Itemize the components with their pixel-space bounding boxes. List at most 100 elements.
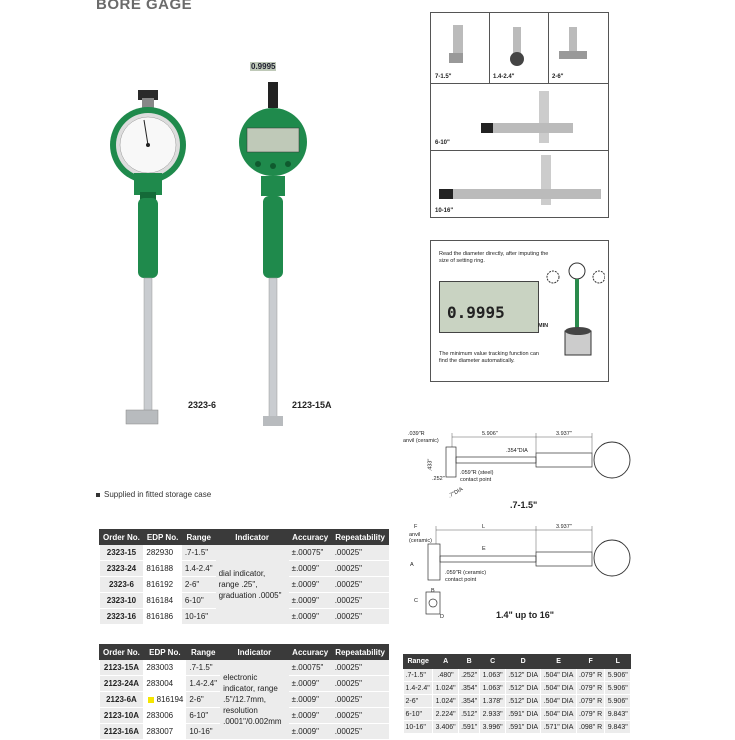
d2-e: E <box>482 546 486 552</box>
bullet-square-icon <box>96 492 100 497</box>
d1-len1: 5.906" <box>482 431 498 437</box>
order-number-cell: 2323-10 <box>99 592 144 609</box>
panel-label-4: 6-10" <box>435 140 450 146</box>
column-header: L <box>604 654 631 669</box>
edp-number-cell: 816192 <box>143 576 182 593</box>
column-header: Repeatability <box>331 529 389 545</box>
column-header: Accuracy <box>288 529 333 545</box>
table-row: .7-1.5".480".252"1.063".512" DIA.504" DI… <box>403 668 631 682</box>
dimension-diagram-small <box>445 433 631 479</box>
ring-illustration <box>546 262 605 356</box>
head-variants-panel: 7-1.5" 1.4-2.4" 2-6" 6-10" 10-16" <box>430 12 609 218</box>
accuracy-cell: ±.0009" <box>288 675 332 692</box>
dimension-cell: 10-16" <box>403 720 434 734</box>
lcd-display <box>439 281 539 333</box>
column-header: EDP No. <box>142 644 187 660</box>
dimension-cell: .512" DIA <box>505 668 542 682</box>
dimension-cell: .504" DIA <box>540 668 577 682</box>
dimension-cell: .7-1.5" <box>403 668 434 682</box>
dimension-cell: .504" DIA <box>540 681 577 695</box>
range-cell: 10-16" <box>186 723 221 740</box>
table-row: 10-16"3.406".591"3.996".591" DIA.571" DI… <box>403 720 631 734</box>
column-header: Range <box>402 654 434 669</box>
range-cell: 1.4-2.4" <box>186 675 221 692</box>
column-header: Indicator <box>219 644 290 660</box>
dimension-cell: 1.4-2.4" <box>403 681 434 695</box>
accuracy-cell: ±.0009" <box>288 592 332 609</box>
dimension-cell: .591" DIA <box>505 720 542 734</box>
feature-text-bottom: The minimum value tracking function can … <box>439 351 539 364</box>
edp-number-cell: 283003 <box>143 659 187 676</box>
edp-number-cell: 282930 <box>143 544 182 561</box>
d2-l: L <box>482 524 486 530</box>
dimension-cell: .079" R <box>576 681 606 695</box>
table-row: 1.4-2.4"1.024".354"1.063".512" DIA.504" … <box>403 681 631 695</box>
model-label-right: 2123-15A <box>292 400 332 410</box>
dimension-cell: 1.063" <box>479 668 506 682</box>
dimension-cell: .079" R <box>576 707 606 721</box>
indicator-cell: dial indicator, range .25", graduation .… <box>215 544 289 625</box>
d2-d: D <box>440 614 444 620</box>
repeatability-cell: .00025" <box>331 675 389 692</box>
dimension-cell: 5.906" <box>604 668 631 682</box>
dimension-cell: .512" DIA <box>505 694 542 708</box>
dimension-cell: 1.024" <box>432 681 459 695</box>
dimension-cell: .504" DIA <box>540 707 577 721</box>
d2-contact2: contact point <box>445 577 477 583</box>
range-cell: 2-6" <box>186 691 221 708</box>
column-header: A <box>432 654 459 669</box>
dimension-cell: .354" <box>458 681 481 695</box>
order-number-cell: 2123-15A <box>99 659 144 676</box>
repeatability-cell: .00025" <box>331 608 389 625</box>
dimension-cell: .079" R <box>576 694 606 708</box>
lcd-value: 0.9995 <box>447 303 505 322</box>
accuracy-cell: ±.0009" <box>288 576 332 593</box>
digital-bore-gauge <box>239 82 307 426</box>
table-row: 6-10"2.224".512"2.933".591" DIA.504" DIA… <box>403 707 631 721</box>
column-header: Range <box>185 644 221 660</box>
min-label: MIN <box>538 323 549 329</box>
indicator-cell: electronic indicator, range .5"/12.7mm, … <box>220 659 289 740</box>
edp-number-cell: 816188 <box>143 560 182 577</box>
d2-c: C <box>414 598 418 604</box>
range-cell: .7-1.5" <box>186 659 221 676</box>
feature-text-top: Read the diameter directly, after imputi… <box>439 251 549 264</box>
panel-label-3: 2-6" <box>552 74 564 80</box>
d1-len2: 3.937" <box>556 431 572 437</box>
d2-len2: 3.937" <box>556 524 572 530</box>
order-number-cell: 2323-16 <box>99 608 144 625</box>
table-row: 2-6"1.024".354"1.378".512" DIA.504" DIA.… <box>403 694 631 708</box>
order-number-cell: 2323-24 <box>99 560 144 577</box>
d2-anvil: anvil (ceramic) <box>409 532 432 544</box>
panel-label-2: 1.4-2.4" <box>493 74 515 80</box>
edp-number-cell: 283004 <box>143 675 187 692</box>
order-number-cell: 2323-6 <box>99 576 144 593</box>
order-number-cell: 2123-24A <box>99 675 144 692</box>
range-cell: 6-10" <box>181 592 216 609</box>
d1-contact2: contact point <box>460 477 492 483</box>
storage-case-note: Supplied in fitted storage case <box>96 490 211 499</box>
column-header: EDP No. <box>142 529 183 545</box>
d1-r-anvil: .039"R <box>408 431 425 437</box>
range-cell: 10-16" <box>181 608 216 625</box>
dimension-cell: .504" DIA <box>540 694 577 708</box>
dimension-cell: 1.063" <box>479 681 506 695</box>
dimension-cell: 1.378" <box>479 694 506 708</box>
dimension-cell: .512" <box>458 707 481 721</box>
edp-number-cell: 283006 <box>143 707 187 724</box>
repeatability-cell: .00025" <box>331 576 389 593</box>
dimension-cell: 9.843" <box>604 707 631 721</box>
dimension-cell: .571" DIA <box>540 720 577 734</box>
dimension-cell: 3.996" <box>479 720 506 734</box>
dimension-cell: .098" R <box>576 720 606 734</box>
dimension-cell: 1.024" <box>432 694 459 708</box>
dimension-cell: .354" <box>458 694 481 708</box>
